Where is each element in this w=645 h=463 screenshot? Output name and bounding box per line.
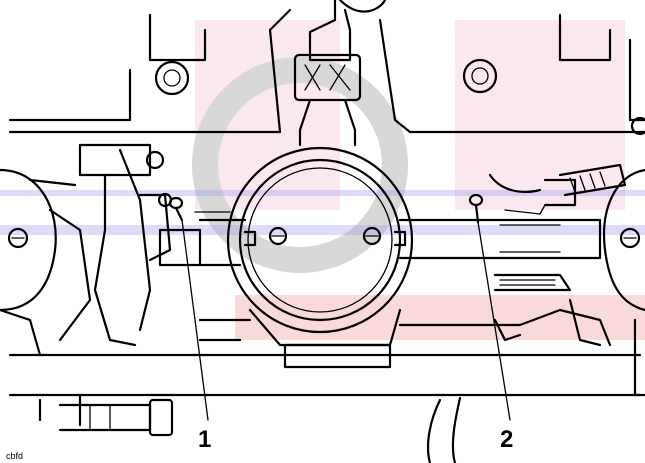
throttle-plate-screws: [243, 226, 407, 247]
lower-manifold: [0, 298, 645, 427]
callout-1: 1: [198, 426, 211, 453]
image-code: cbfd: [6, 451, 23, 461]
throttle-body: [226, 146, 414, 369]
callout-leader-lines: [181, 219, 511, 421]
electrical-connector: [293, 0, 387, 147]
throttle-shaft: [194, 204, 602, 267]
throttle-linkage: [28, 143, 202, 347]
sensor-and-spring: [488, 163, 627, 292]
cover-bolt-left: [154, 60, 190, 96]
cover-bolts: [154, 58, 645, 136]
leader-line-1: [181, 219, 209, 421]
throttle-cable: [426, 396, 462, 463]
leader-line-2: [477, 221, 511, 421]
watermark-logo: [0, 20, 645, 340]
adjusting-screw-1: [168, 196, 184, 222]
rocker-cover: [8, 8, 645, 134]
left-intake-port: [0, 168, 57, 312]
bottom-bolt: [58, 398, 174, 437]
adjusting-screw-2: [468, 193, 484, 224]
cover-bolt-right: [630, 116, 645, 136]
callout-2: 2: [500, 426, 513, 453]
cover-bolt-middle: [462, 58, 498, 94]
